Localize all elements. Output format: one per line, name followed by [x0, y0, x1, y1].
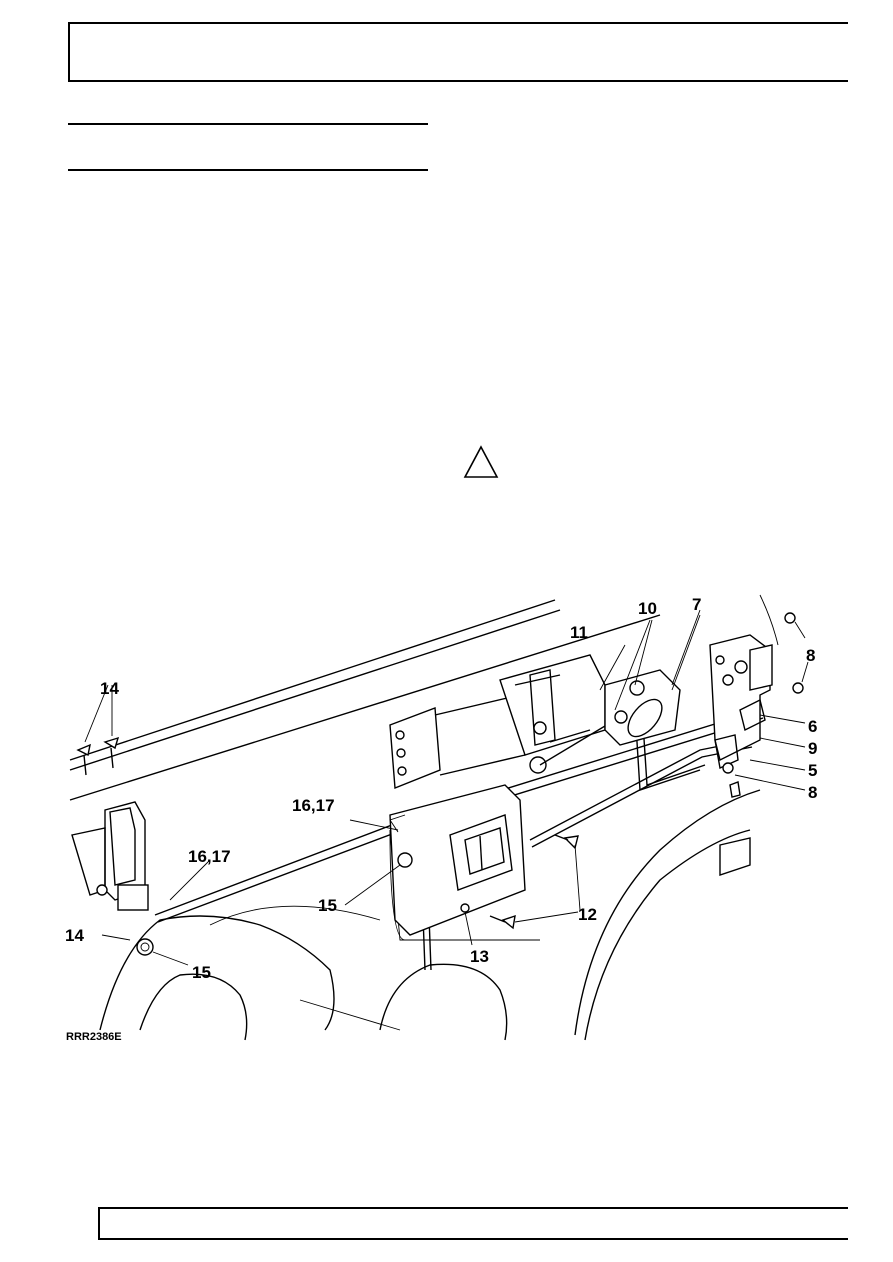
title-rule-top — [68, 123, 428, 125]
callout-7: 7 — [692, 595, 701, 614]
callout-8-top: 8 — [806, 646, 815, 665]
header-box — [68, 22, 848, 82]
callout-14-top: 14 — [100, 679, 119, 698]
callout-13: 13 — [470, 947, 489, 966]
callout-12: 12 — [578, 905, 597, 924]
callout-10: 10 — [638, 599, 657, 618]
screws-12 — [489, 834, 581, 930]
callout-16-17-center: 16,17 — [292, 796, 335, 815]
callout-14-left: 14 — [65, 926, 84, 945]
latch-assembly — [709, 634, 806, 798]
footer-box — [98, 1207, 848, 1240]
bolt-15-left — [101, 934, 189, 966]
tailgate-lock-diagram: 14 16,17 16,17 15 14 15 13 12 11 10 7 8 … — [60, 590, 850, 1045]
diagram-drawing: 14 16,17 16,17 15 14 15 13 12 11 10 7 8 … — [65, 594, 817, 1043]
striker-assembly-left — [71, 801, 149, 911]
callout-15-left: 15 — [192, 963, 211, 982]
lock-barrel-assembly — [604, 609, 701, 746]
callout-5: 5 — [808, 761, 817, 780]
leader-lines — [169, 614, 701, 946]
central-locking-actuator — [389, 654, 616, 790]
handle-plate — [389, 784, 526, 936]
door-panel-outline — [69, 594, 779, 1041]
screws-8 — [784, 612, 809, 694]
callout-6: 6 — [808, 717, 817, 736]
figure-reference: RRR2386E — [66, 1031, 122, 1043]
callout-8-bottom: 8 — [808, 783, 817, 802]
callout-9: 9 — [808, 739, 817, 758]
callout-16-17-left: 16,17 — [188, 847, 231, 866]
warning-triangle-icon — [463, 445, 499, 478]
callout-11: 11 — [570, 623, 588, 642]
title-rule-bottom — [68, 169, 428, 171]
screws-14 — [76, 684, 120, 776]
callout-15-center: 15 — [318, 896, 337, 915]
